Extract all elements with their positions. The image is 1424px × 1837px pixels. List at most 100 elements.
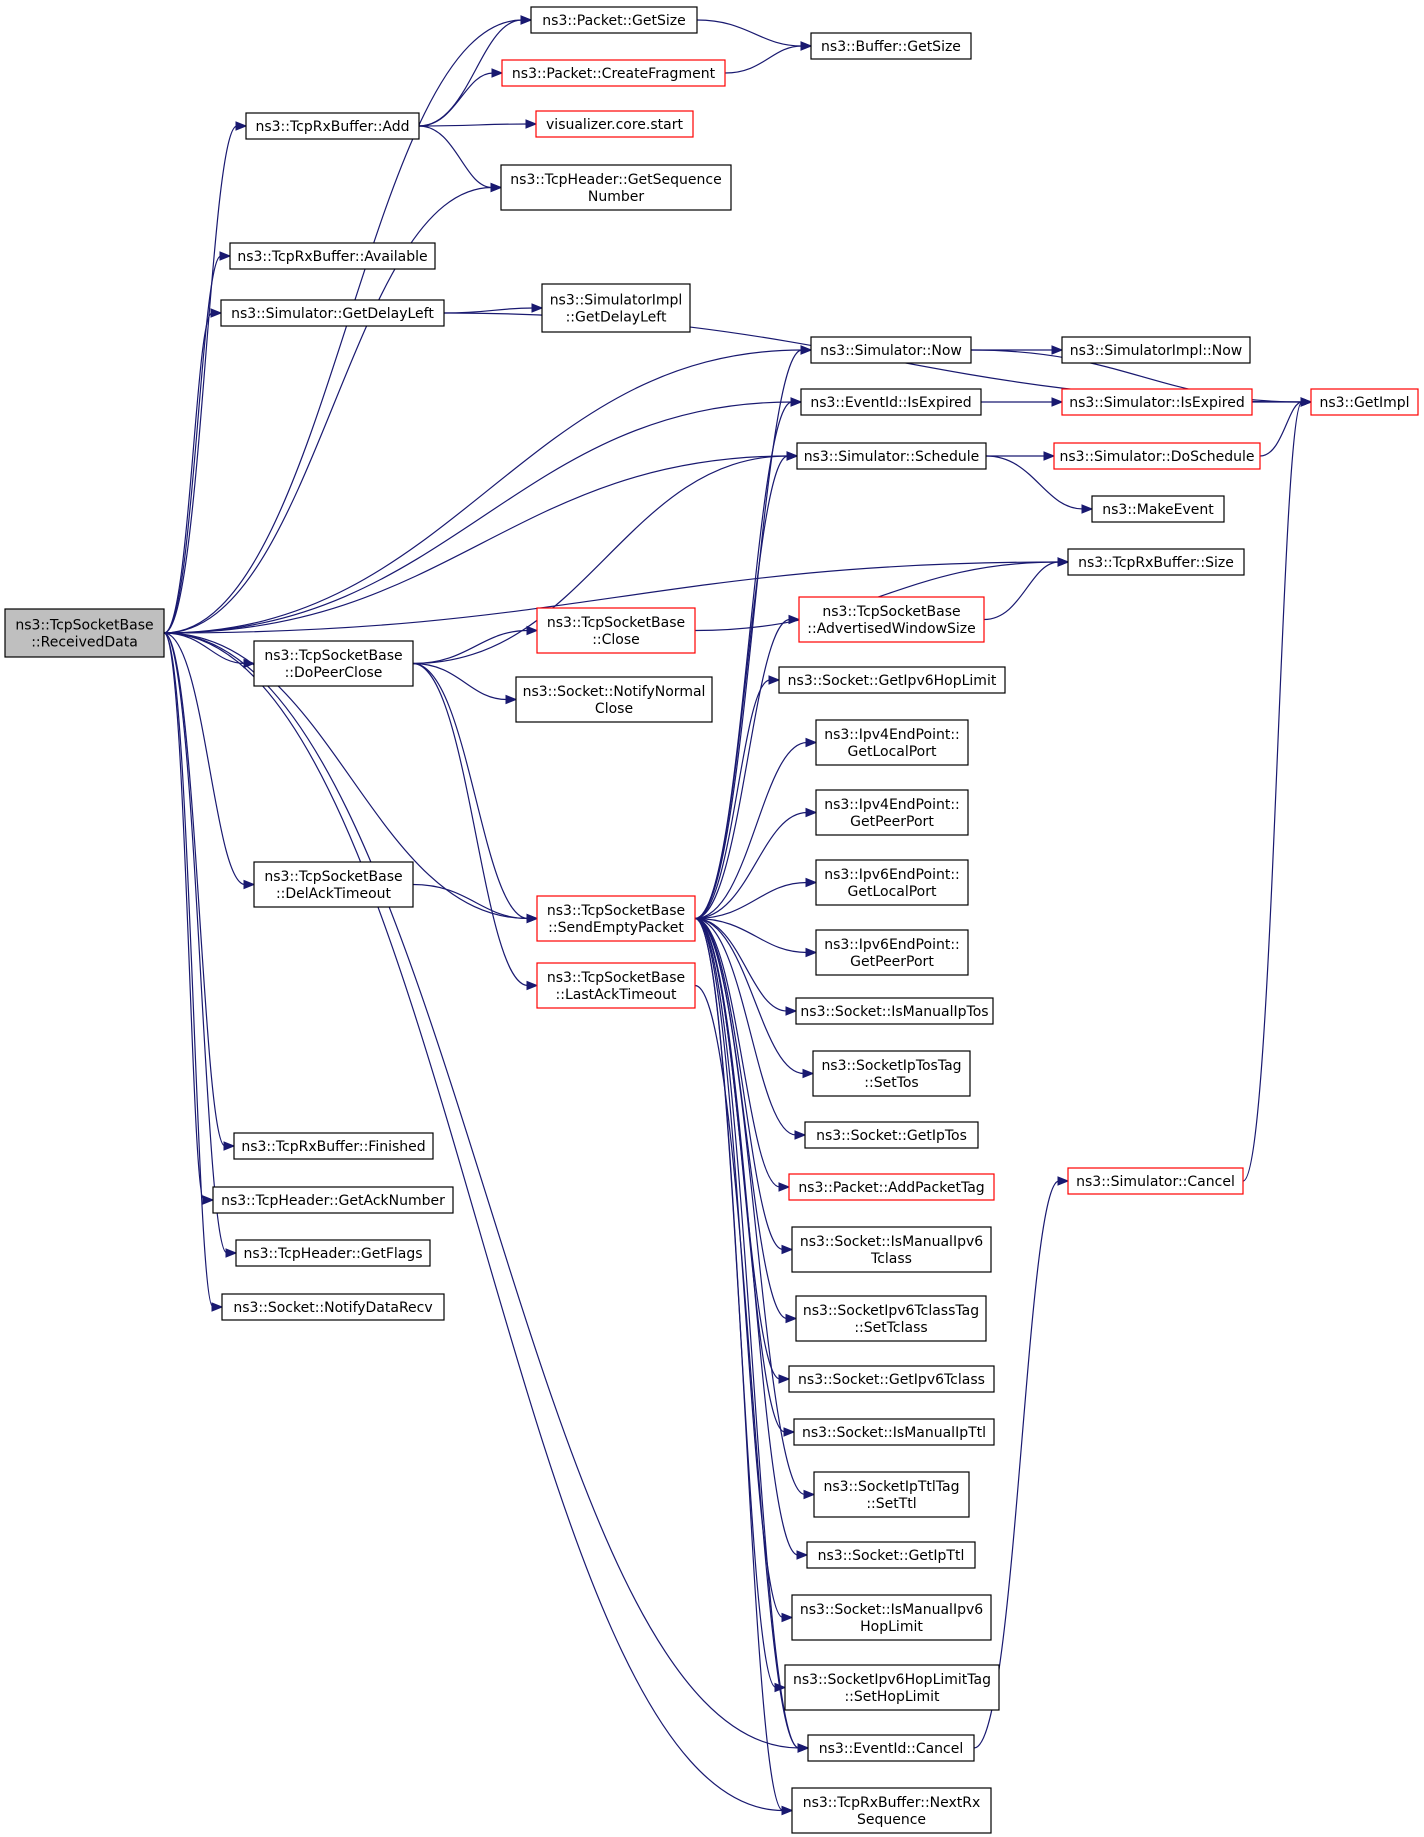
node-visualizer-start[interactable]: visualizer.core.start (535, 110, 694, 138)
node-eventid-cancel[interactable]: ns3::EventId::Cancel (807, 1734, 975, 1762)
node-socket-getipv6hoplimit[interactable]: ns3::Socket::GetIpv6HopLimit (778, 666, 1006, 694)
node-layer: ns3::TcpSocketBase::ReceivedDatans3::Pac… (4, 6, 1419, 1834)
node-socketipv6hoplimittag-sethoplimit[interactable]: ns3::SocketIpv6HopLimitTag::SetHopLimit (784, 1664, 1000, 1711)
arrow-head-icon (781, 1612, 794, 1623)
node-label: ns3::Socket::NotifyNormal (523, 684, 706, 700)
arrow-head-icon (785, 1006, 798, 1016)
edge-tsb-sendemptypacket-to-socket-ismanualipv6hoplimit (694, 917, 784, 1619)
node-socket-ismanualipttl[interactable]: ns3::Socket::IsManualIpTtl (793, 1418, 995, 1446)
node-tsb-sendemptypacket[interactable]: ns3::TcpSocketBase::SendEmptyPacket (536, 895, 696, 942)
edge-tsb-close-to-rxbuffer-size (694, 561, 1060, 632)
edge-root-to-rxbuffer-finished (163, 632, 226, 1147)
node-label: Close (595, 701, 633, 717)
node-rxbuffer-size[interactable]: ns3::TcpRxBuffer::Size (1067, 548, 1245, 576)
node-box (807, 1734, 975, 1762)
node-label: ns3::Socket::IsManualIpv6 (800, 1234, 983, 1250)
arrow-head-icon (778, 1374, 791, 1384)
node-socket-notifydatarecv[interactable]: ns3::Socket::NotifyDataRecv (221, 1293, 445, 1321)
node-tsb-delacktimeout[interactable]: ns3::TcpSocketBase::DelAckTimeout (253, 861, 414, 908)
node-box (798, 596, 985, 643)
node-label: ns3::Socket::NotifyDataRecv (233, 1300, 432, 1316)
node-getimpl[interactable]: ns3::GetImpl (1310, 388, 1419, 416)
node-label: ns3::TcpHeader::GetSequence (510, 172, 721, 188)
node-label: ::SendEmptyPacket (548, 920, 684, 936)
node-makeevent[interactable]: ns3::MakeEvent (1091, 495, 1225, 523)
node-simulator-cancel[interactable]: ns3::Simulator::Cancel (1067, 1167, 1244, 1195)
node-socket-getipttl[interactable]: ns3::Socket::GetIpTtl (806, 1541, 976, 1569)
node-eventid-isexpired[interactable]: ns3::EventId::IsExpired (800, 388, 982, 416)
node-ipv6ep-getpeerport[interactable]: ns3::Ipv6EndPoint::GetPeerPort (815, 929, 969, 976)
node-tcpheader-getacknumber[interactable]: ns3::TcpHeader::GetAckNumber (212, 1186, 454, 1214)
node-box (229, 242, 436, 270)
node-simimpl-now[interactable]: ns3::SimulatorImpl::Now (1061, 336, 1251, 364)
node-simimpl-getdelayleft[interactable]: ns3::SimulatorImpl::GetDelayLeft (541, 283, 691, 333)
node-packet-createfragment[interactable]: ns3::Packet::CreateFragment (501, 59, 726, 87)
node-simulator-getdelayleft[interactable]: ns3::Simulator::GetDelayLeft (220, 299, 445, 327)
node-box (501, 59, 726, 87)
edge-tsb-sendemptypacket-to-packet-addpackettag (694, 917, 781, 1188)
node-rxbuffer-finished[interactable]: ns3::TcpRxBuffer::Finished (233, 1132, 434, 1160)
edge-root-to-rxbuffer-available (163, 255, 222, 634)
node-label: ns3::Socket::GetIpv6HopLimit (788, 673, 997, 689)
node-ipv4ep-getpeerport[interactable]: ns3::Ipv4EndPoint::GetPeerPort (815, 789, 969, 836)
node-label: ns3::TcpSocketBase (264, 648, 402, 664)
node-ipv4ep-getlocalport[interactable]: ns3::Ipv4EndPoint::GetLocalPort (815, 719, 969, 766)
node-label: ::Close (592, 632, 640, 648)
arrow-head-icon (235, 121, 248, 131)
node-rxbuffer-available[interactable]: ns3::TcpRxBuffer::Available (229, 242, 436, 270)
node-socket-getiptos[interactable]: ns3::Socket::GetIpTos (804, 1121, 979, 1149)
node-tsb-advwindow[interactable]: ns3::TcpSocketBase::AdvertisedWindowSize (798, 596, 985, 643)
node-packet-getsize[interactable]: ns3::Packet::GetSize (530, 6, 698, 34)
node-label: ns3::TcpSocketBase (264, 869, 402, 885)
node-label: ns3::EventId::IsExpired (810, 395, 971, 411)
node-simulator-doschedule[interactable]: ns3::Simulator::DoSchedule (1053, 442, 1261, 470)
arrow-head-icon (531, 303, 544, 313)
arrow-head-icon (805, 947, 818, 958)
node-socketipttltag-setttl[interactable]: ns3::SocketIpTtlTag::SetTtl (813, 1471, 970, 1518)
edge-tsb-sendemptypacket-to-rxbuffer-nextrxsequence (694, 917, 784, 1812)
arrow-head-icon (802, 1068, 815, 1079)
node-tsb-close[interactable]: ns3::TcpSocketBase::Close (536, 607, 696, 654)
node-tsb-dopeerclose[interactable]: ns3::TcpSocketBase::DoPeerClose (253, 640, 414, 687)
edge-packet-getsize-to-buffer-getsize (696, 19, 803, 47)
edge-tsb-sendemptypacket-to-socketipttltag-setttl (694, 917, 806, 1496)
node-simulator-schedule[interactable]: ns3::Simulator::Schedule (796, 442, 987, 470)
node-simulator-now[interactable]: ns3::Simulator::Now (810, 336, 972, 364)
node-socketipv6tclasstag-settclass[interactable]: ns3::SocketIpv6TclassTag::SetTclass (795, 1295, 987, 1342)
edge-root-to-rxbuffer-size (163, 561, 1060, 634)
node-box (221, 1293, 445, 1321)
node-packet-addpackettag[interactable]: ns3::Packet::AddPacketTag (788, 1173, 995, 1201)
arrow-head-icon (1057, 1176, 1070, 1186)
edge-rxbuffer-add-to-packet-createfragment (418, 72, 494, 127)
node-box (806, 1541, 976, 1569)
edge-tsb-sendemptypacket-to-socket-getiptos (694, 917, 797, 1136)
node-tsb-lastacktimeout[interactable]: ns3::TcpSocketBase::LastAckTimeout (536, 962, 696, 1009)
edge-root-to-simulator-getdelayleft (163, 312, 213, 634)
node-box (784, 1664, 1000, 1711)
node-label: ns3::Ipv4EndPoint:: (824, 727, 960, 743)
node-box (212, 1186, 454, 1214)
node-rxbuffer-add[interactable]: ns3::TcpRxBuffer::Add (245, 112, 420, 140)
node-box (796, 442, 987, 470)
node-ipv6ep-getlocalport[interactable]: ns3::Ipv6EndPoint::GetLocalPort (815, 859, 969, 906)
node-box (536, 962, 696, 1009)
edge-tsb-sendemptypacket-to-ipv4ep-getpeerport (694, 811, 808, 920)
node-tcpheader-getflags[interactable]: ns3::TcpHeader::GetFlags (235, 1239, 431, 1267)
arrow-head-icon (790, 397, 803, 407)
node-label: ns3::Simulator::GetDelayLeft (231, 306, 434, 322)
edge-root-to-tsb-delacktimeout (163, 632, 246, 886)
node-socket-getipv6tclass[interactable]: ns3::Socket::GetIpv6Tclass (788, 1365, 995, 1393)
node-simulator-isexpired[interactable]: ns3::Simulator::IsExpired (1061, 388, 1253, 416)
node-box (791, 1594, 992, 1641)
node-root[interactable]: ns3::TcpSocketBase::ReceivedData (4, 608, 165, 658)
node-buffer-getsize[interactable]: ns3::Buffer::GetSize (810, 32, 972, 60)
node-sockettostag-settos[interactable]: ns3::SocketIpTosTag::SetTos (812, 1050, 971, 1097)
node-socket-ismanualiptos[interactable]: ns3::Socket::IsManualIpTos (795, 997, 994, 1025)
